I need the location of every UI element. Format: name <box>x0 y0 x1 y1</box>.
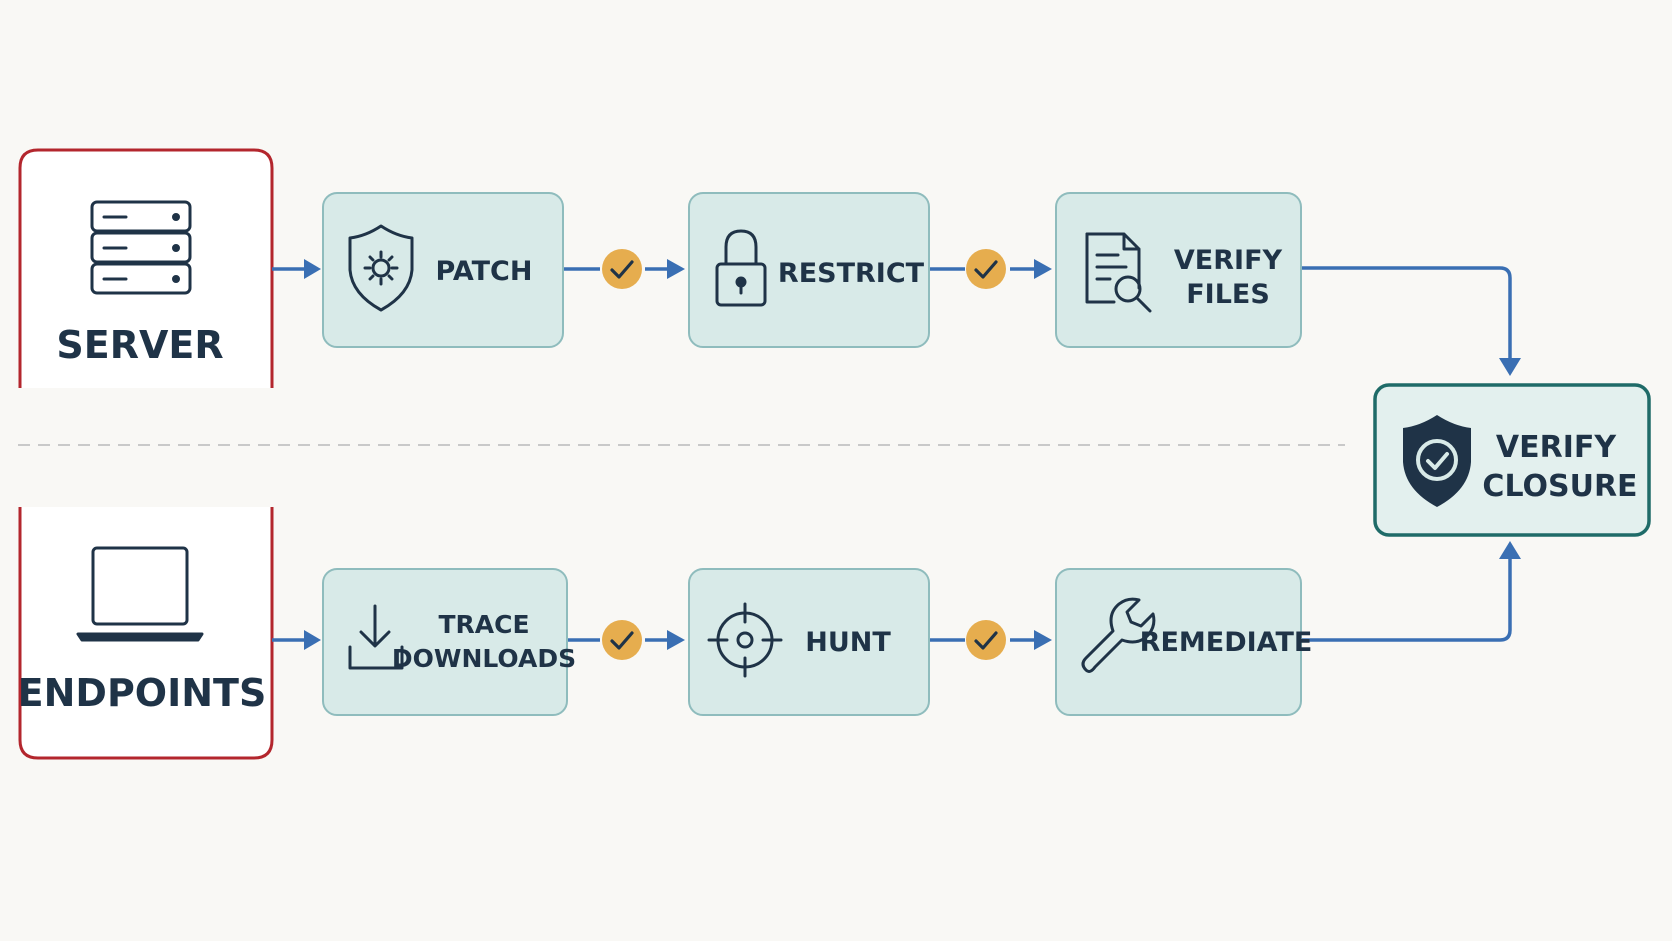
verify-files-label-line1: VERIFY <box>1174 245 1283 276</box>
shield-check-icon <box>1403 415 1471 507</box>
step-patch: PATCH <box>322 192 564 348</box>
check-badge-icon <box>966 620 1006 660</box>
document-search-icon <box>1085 232 1152 313</box>
wrench-icon <box>1081 597 1156 673</box>
step-remediate: REMEDIATE <box>1055 568 1313 716</box>
download-tray-icon <box>348 604 404 670</box>
step-verify-closure: VERIFY CLOSURE <box>1373 383 1651 537</box>
closure-label-line1: VERIFY <box>1496 430 1617 465</box>
crosshair-icon <box>707 602 783 678</box>
step-verify-files: VERIFY FILES <box>1055 192 1302 348</box>
padlock-icon <box>715 229 767 307</box>
server-rack-icon <box>90 200 192 295</box>
hunt-label: HUNT <box>805 627 891 658</box>
endpoints-label: ENDPOINTS <box>18 671 267 715</box>
remediate-label: REMEDIATE <box>1140 627 1313 658</box>
closure-label-line2: CLOSURE <box>1482 469 1637 504</box>
step-hunt: HUNT <box>688 568 930 716</box>
restrict-label: RESTRICT <box>778 258 925 289</box>
patch-label: PATCH <box>436 256 533 287</box>
endpoint-lane-arrows <box>272 541 1521 650</box>
laptop-icon <box>76 546 204 642</box>
endpoints-source: ENDPOINTS <box>18 507 274 760</box>
shield-gear-icon <box>348 224 414 312</box>
server-label: SERVER <box>56 323 223 367</box>
check-badge-icon <box>602 620 642 660</box>
step-restrict: RESTRICT <box>688 192 930 348</box>
trace-downloads-label-line2: DOWNLOADS <box>392 644 576 673</box>
trace-downloads-label-line1: TRACE <box>438 610 529 639</box>
server-lane-arrows <box>272 259 1521 376</box>
verify-files-label-line2: FILES <box>1186 279 1270 310</box>
check-badge-icon <box>966 249 1006 289</box>
check-badge-icon <box>602 249 642 289</box>
server-source: SERVER <box>18 148 274 388</box>
step-trace-downloads: TRACE DOWNLOADS <box>322 568 576 716</box>
